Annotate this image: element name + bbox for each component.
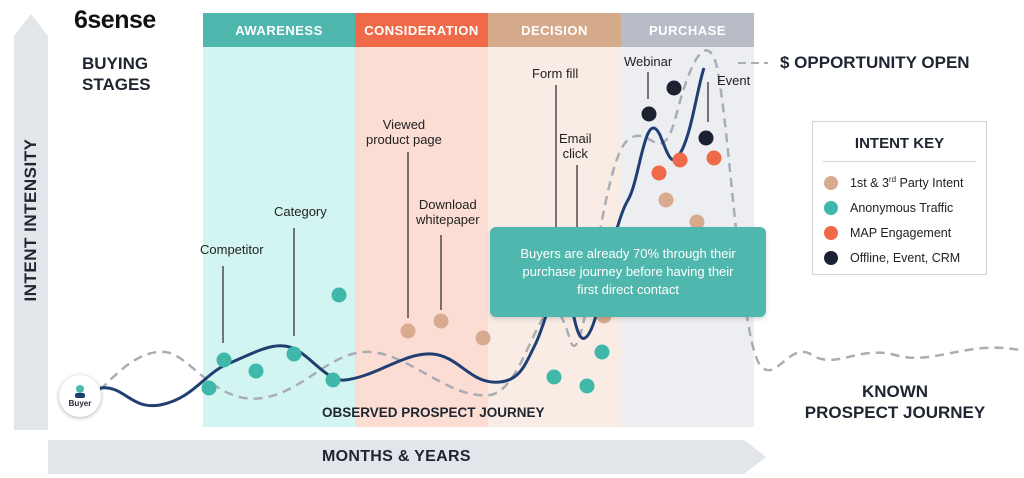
band-consideration	[355, 47, 488, 427]
dot-map-engagement	[706, 150, 722, 166]
dot-anonymous	[594, 344, 610, 360]
buying-stages-line2: STAGES	[82, 75, 151, 94]
dot-map-engagement	[651, 165, 667, 181]
intent-key-title: INTENT KEY	[854, 135, 945, 152]
y-axis-arrow	[14, 14, 48, 430]
dot-offline-event	[666, 80, 682, 96]
buyer-avatar: Buyer	[59, 375, 101, 417]
intent-key-item-offline: Offline, Event, CRM	[824, 245, 986, 270]
legend-swatch	[824, 250, 838, 265]
dot-anonymous	[216, 352, 232, 368]
dot-anonymous	[579, 378, 595, 394]
known-prospect-journey-label: KNOWN PROSPECT JOURNEY	[800, 381, 990, 423]
dot-anonymous	[546, 369, 562, 385]
intent-key-divider	[823, 161, 976, 162]
dot-intent	[658, 192, 674, 208]
dot-intent	[400, 323, 416, 339]
label-viewed-product-page: Viewed product page	[366, 117, 442, 147]
label-form-fill: Form fill	[532, 66, 579, 81]
known-line2: PROSPECT JOURNEY	[804, 403, 986, 422]
label-email-line1: Email	[559, 131, 592, 146]
stage-header-purchase: PURCHASE	[621, 13, 754, 47]
label-download-line2: whitepaper	[416, 212, 480, 227]
label-viewed-line2: product page	[366, 132, 442, 147]
stage-header-decision: DECISION	[488, 13, 621, 47]
buying-stages-title: BUYING STAGES	[82, 53, 151, 95]
label-category: Category	[274, 204, 327, 219]
dot-map-engagement	[672, 152, 688, 168]
dot-anonymous	[325, 372, 341, 388]
label-competitor: Competitor	[200, 242, 264, 257]
dot-intent	[475, 330, 491, 346]
dot-intent	[689, 214, 705, 230]
observed-journey-label: OBSERVED PROSPECT JOURNEY	[322, 405, 545, 420]
legend-swatch	[824, 175, 838, 190]
buying-stages-line1: BUYING	[82, 54, 149, 73]
intent-key-list: 1st & 3rd Party Intent Anonymous Traffic…	[813, 170, 986, 270]
stage-header-consideration: CONSIDERATION	[355, 13, 488, 47]
label-webinar: Webinar	[624, 54, 673, 69]
label-email-line2: click	[562, 146, 588, 161]
label-event: Event	[717, 73, 751, 88]
callout-line3: first direct contact	[577, 282, 679, 297]
observed-journey-curve	[99, 67, 706, 408]
buyer-icon	[75, 385, 85, 398]
intent-key-item-label: Offline, Event, CRM	[850, 250, 961, 265]
callout-line2: purchase journey before having their	[522, 264, 734, 279]
intent-key-box: INTENT KEY 1st & 3rd Party Intent Anonym…	[812, 121, 987, 275]
x-axis-arrow	[48, 440, 766, 474]
sixsense-logo: 6sense	[74, 6, 156, 34]
buyer-label: Buyer	[68, 399, 92, 408]
label-download-whitepaper: Download whitepaper	[416, 197, 480, 227]
label-download-line1: Download	[418, 197, 477, 212]
intent-key-item-label: MAP Engagement	[850, 225, 952, 240]
legend-swatch	[824, 225, 838, 240]
x-axis-label: MONTHS & YEARS	[322, 448, 471, 465]
dot-anonymous	[248, 363, 264, 379]
legend-swatch	[824, 200, 838, 215]
opportunity-open-label: $ OPPORTUNITY OPEN	[780, 53, 970, 72]
callout-line1: Buyers are already 70% through their	[520, 246, 736, 261]
intent-key-item-label: Anonymous Traffic	[850, 200, 954, 215]
intent-key-item-label: 1st & 3rd Party Intent	[850, 175, 963, 190]
label-email-click: Email click	[559, 131, 592, 161]
intent-key-item-party-intent: 1st & 3rd Party Intent	[824, 170, 986, 195]
stage-header-awareness: AWARENESS	[203, 13, 355, 47]
dot-anonymous	[286, 346, 302, 362]
intent-key-item-map: MAP Engagement	[824, 220, 986, 245]
label-viewed-line1: Viewed	[382, 117, 426, 132]
intent-key-item-label-rest: Party Intent	[896, 176, 964, 191]
callout-box: Buyers are already 70% through their pur…	[490, 227, 766, 317]
dot-offline-event	[641, 106, 657, 122]
dot-intent	[433, 313, 449, 329]
dot-offline-event	[698, 130, 714, 146]
intent-key-item-label-sup: rd	[888, 174, 897, 184]
intent-key-item-label-main: 1st & 3	[850, 176, 889, 191]
dot-anonymous	[201, 380, 217, 396]
known-journey-curve	[99, 49, 1021, 400]
dot-anonymous	[331, 287, 347, 303]
known-line1: KNOWN	[861, 382, 929, 401]
intent-key-item-anonymous: Anonymous Traffic	[824, 195, 986, 220]
